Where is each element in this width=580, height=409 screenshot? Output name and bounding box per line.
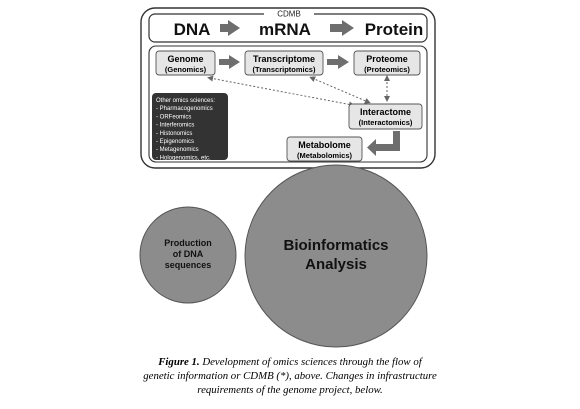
- interactome-title: Interactome: [360, 107, 411, 117]
- caption-line-1: Figure 1. Development of omics sciences …: [40, 355, 540, 369]
- other-omics-item: - Hologenomics, etc.: [156, 155, 211, 161]
- proteome-title: Proteome: [366, 54, 408, 64]
- flow-arrow-2: [330, 20, 354, 36]
- other-omics-list: Other omics sciences: - Pharmacogenomics -…: [156, 98, 215, 161]
- dna-production-line-2: of DNA: [173, 249, 204, 259]
- other-omics-item: - Histonomics: [156, 131, 192, 137]
- other-omics-item: - Pharmacogenomics: [156, 106, 213, 112]
- dna-production-line-1: Production: [164, 238, 212, 248]
- caption-text-1: Development of omics sciences through th…: [202, 356, 422, 368]
- caption-label: Figure 1.: [158, 356, 200, 368]
- genome-box: [155, 50, 216, 76]
- interactome-box: [348, 103, 423, 130]
- proteome-sub: (Proteomics): [364, 65, 410, 74]
- genome-transcriptome-arrow: [219, 55, 240, 69]
- other-omics-item: - Epigenomics: [156, 139, 194, 145]
- bioinformatics-line-1: Bioinformatics: [283, 237, 388, 254]
- interactome-metabolome-arrow: [367, 131, 400, 156]
- other-omics-item: - Interferomics: [156, 123, 194, 129]
- transcriptome-box: [244, 50, 324, 76]
- flow-arrow-1: [220, 20, 240, 36]
- flow-dna: DNA: [174, 20, 211, 39]
- other-omics-item: - ORFeomics: [156, 114, 191, 120]
- dna-production-circle: [139, 206, 237, 304]
- transcriptome-title: Transcriptome: [253, 54, 315, 64]
- caption-line-3: requirements of the genome project, belo…: [197, 384, 383, 396]
- transcriptome-proteome-arrow: [327, 55, 349, 69]
- other-omics-box: [152, 93, 228, 160]
- other-omics-title: Other omics sciences:: [156, 98, 215, 104]
- genome-title: Genome: [167, 54, 203, 64]
- flow-protein: Protein: [365, 20, 424, 39]
- transcriptome-sub: (Transcriptomics): [253, 65, 316, 74]
- other-omics-item: - Metagenomics: [156, 147, 199, 153]
- bioinformatics-line-2: Analysis: [305, 256, 367, 273]
- metabolome-title: Metabolome: [298, 140, 351, 150]
- dna-production-line-3: sequences: [165, 260, 212, 270]
- figure-caption: Figure 1. Development of omics sciences …: [40, 355, 540, 397]
- bioinformatics-circle: [244, 164, 428, 348]
- metabolome-box: [286, 136, 363, 162]
- genome-sub: (Genomics): [165, 65, 207, 74]
- metabolome-sub: (Metabolomics): [297, 151, 353, 160]
- cdmb-label: CDMB: [277, 10, 301, 19]
- caption-line-2: genetic information or CDMB (*), above. …: [143, 370, 437, 382]
- flow-mrna: mRNA: [259, 20, 311, 39]
- interactome-sub: (Interactomics): [359, 118, 413, 127]
